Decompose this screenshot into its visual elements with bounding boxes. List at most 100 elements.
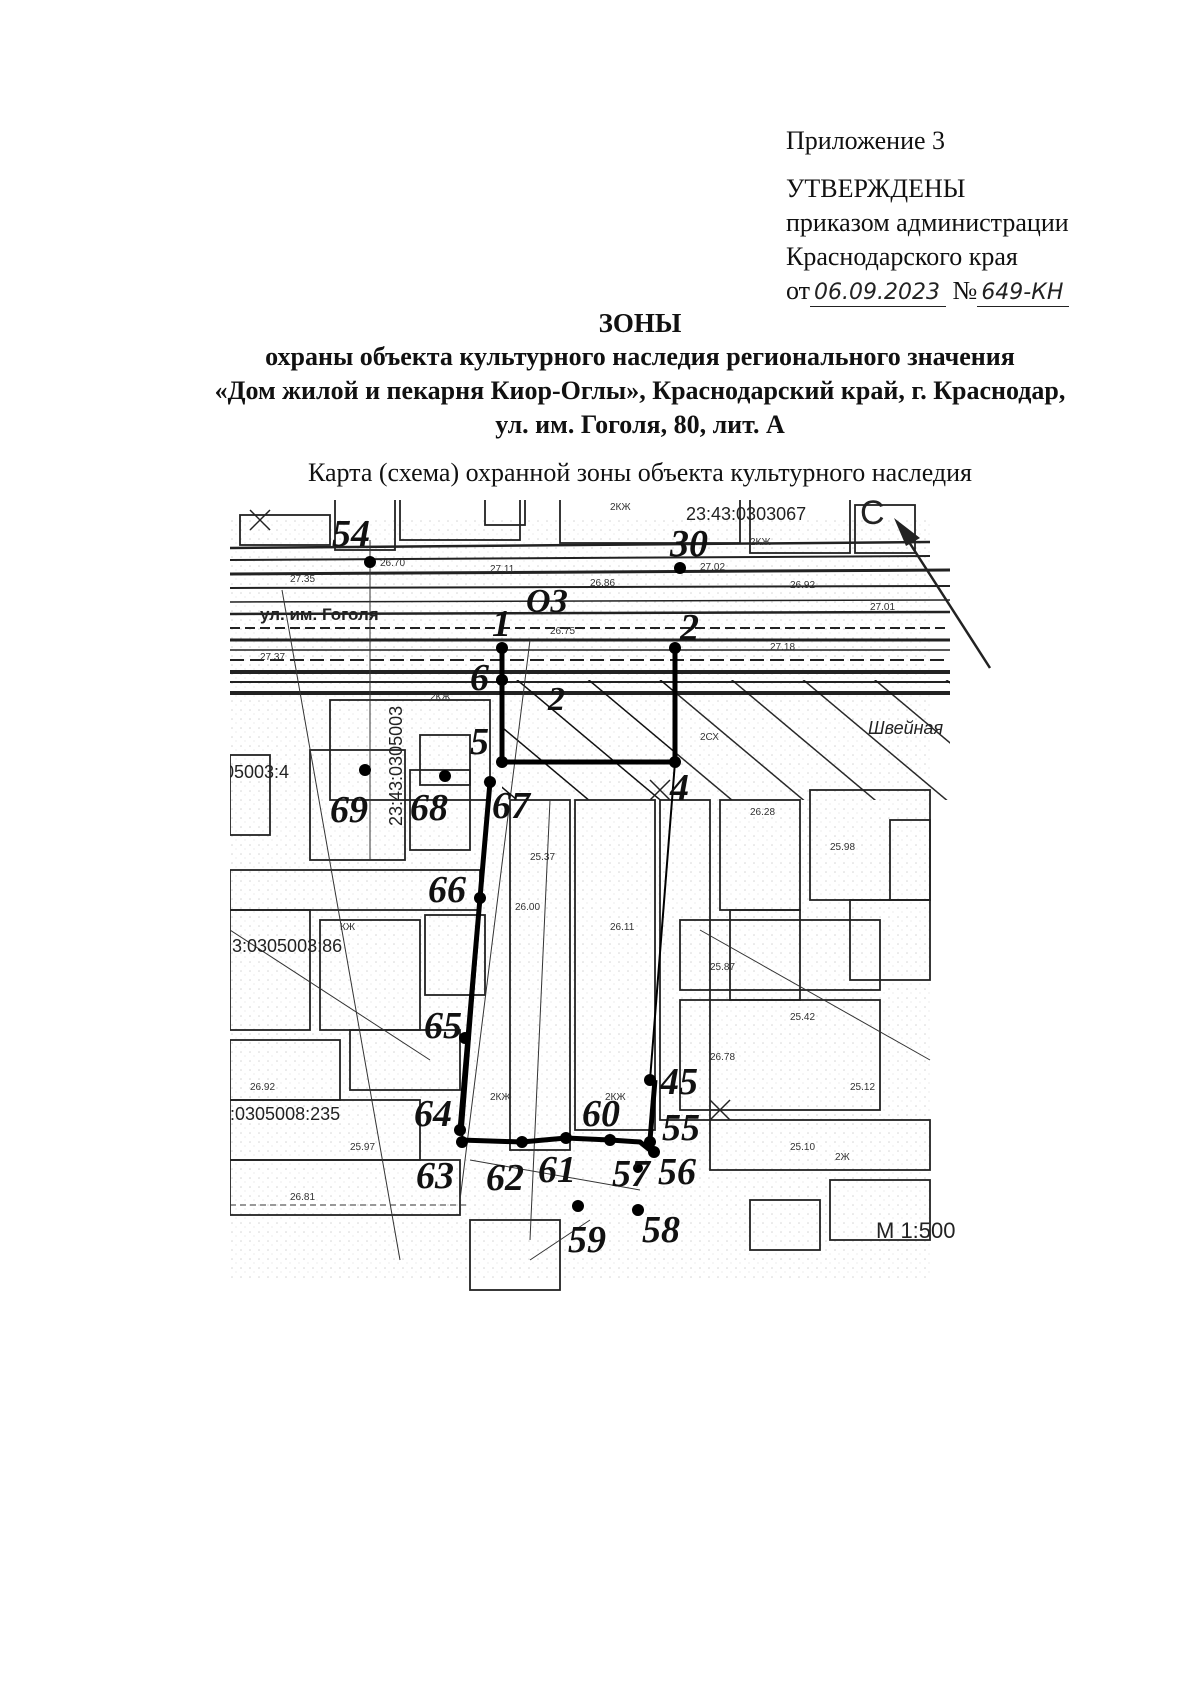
point-55 bbox=[644, 1136, 656, 1148]
cadastral-label-1: 23:43:0303067 bbox=[686, 504, 806, 524]
cadastral-label-5: 4:0305008:235 bbox=[230, 1104, 340, 1124]
heading-line-1: охраны объекта культурного наследия реги… bbox=[265, 342, 1015, 371]
point-label-4: 4 bbox=[669, 767, 689, 809]
point-4 bbox=[669, 756, 681, 768]
protection-zone-map: 27.35 26.70 27.11 26.86 27.02 26.92 27.0… bbox=[230, 500, 1030, 1360]
cadastral-label-3: 05003:4 bbox=[230, 762, 289, 782]
svg-text:2СХ: 2СХ bbox=[700, 732, 719, 743]
point-54 bbox=[364, 556, 376, 568]
point-label-54: 54 bbox=[332, 513, 370, 555]
heading-title: ЗОНЫ bbox=[598, 308, 682, 338]
svg-text:2Ж: 2Ж bbox=[835, 1152, 851, 1163]
appendix-label: Приложение 3 bbox=[786, 126, 946, 155]
point-63 bbox=[456, 1136, 468, 1148]
point-30 bbox=[674, 562, 686, 574]
point-45 bbox=[644, 1074, 656, 1086]
svg-text:26.92: 26.92 bbox=[790, 580, 815, 591]
svg-text:26.70: 26.70 bbox=[380, 558, 405, 569]
point-56 bbox=[648, 1146, 660, 1158]
point-5 bbox=[496, 756, 508, 768]
point-label-69: 69 bbox=[330, 789, 368, 831]
point-67 bbox=[484, 776, 496, 788]
zone-label-2: 2 bbox=[547, 681, 565, 718]
cadastral-label-2: 23:43:0305003 bbox=[386, 706, 406, 826]
point-label-63: 63 bbox=[416, 1155, 454, 1197]
point-66 bbox=[474, 892, 486, 904]
svg-text:25.37: 25.37 bbox=[530, 852, 555, 863]
approval-block: Приложение 3 УТВЕРЖДЕНЫ приказом админис… bbox=[786, 124, 1186, 308]
point-labels: 54 30 1 2 6 5 4 67 68 69 66 65 45 64 63 … bbox=[330, 513, 708, 1261]
street-band bbox=[230, 540, 951, 695]
scale-label: М 1:500 bbox=[876, 1218, 956, 1243]
point-label-65: 65 bbox=[424, 1005, 462, 1047]
svg-text:26.00: 26.00 bbox=[515, 902, 540, 913]
point-label-59: 59 bbox=[568, 1219, 606, 1261]
cadastral-label-4: 3:0305003:86 bbox=[232, 936, 342, 956]
point-label-61: 61 bbox=[538, 1149, 576, 1191]
building-label: Швейная bbox=[868, 718, 944, 738]
by-order-label: приказом администрации bbox=[786, 208, 1069, 237]
point-label-1: 1 bbox=[492, 603, 511, 645]
svg-text:26.78: 26.78 bbox=[710, 1052, 735, 1063]
svg-text:2КЖ: 2КЖ bbox=[605, 1092, 626, 1103]
svg-text:25.12: 25.12 bbox=[850, 1082, 875, 1093]
document-heading: ЗОНЫ охраны объекта культурного наследия… bbox=[160, 306, 1120, 442]
heading-line-3: ул. им. Гоголя, 80, лит. А bbox=[495, 410, 785, 439]
point-label-45: 45 bbox=[659, 1061, 698, 1103]
point-label-55: 55 bbox=[662, 1107, 700, 1149]
map-svg: 27.35 26.70 27.11 26.86 27.02 26.92 27.0… bbox=[230, 500, 992, 1291]
zone-label-oz: ОЗ bbox=[526, 583, 568, 620]
point-57 bbox=[633, 1163, 643, 1173]
cross-marks bbox=[249, 509, 731, 1121]
svg-text:26.75: 26.75 bbox=[550, 626, 575, 637]
svg-text:25.97: 25.97 bbox=[350, 1142, 375, 1153]
svg-text:25.10: 25.10 bbox=[790, 1142, 815, 1153]
from-prefix: от bbox=[786, 276, 811, 305]
point-label-5: 5 bbox=[470, 721, 489, 763]
number-prefix: № bbox=[952, 276, 978, 305]
svg-text:26.11: 26.11 bbox=[610, 922, 635, 933]
point-64 bbox=[454, 1124, 466, 1136]
point-61 bbox=[560, 1132, 572, 1144]
boundary-points bbox=[359, 556, 686, 1216]
point-6 bbox=[496, 674, 508, 686]
region-label: Краснодарского края bbox=[786, 242, 1018, 271]
svg-text:2КЖ: 2КЖ bbox=[750, 537, 771, 548]
svg-text:27.01: 27.01 bbox=[870, 602, 895, 613]
map-subtitle: Карта (схема) охранной зоны объекта куль… bbox=[307, 458, 973, 487]
point-69 bbox=[359, 764, 371, 776]
street-label: ул. им. Гоголя bbox=[260, 605, 379, 624]
svg-text:25.42: 25.42 bbox=[790, 1012, 815, 1023]
svg-text:2КЖ: 2КЖ bbox=[490, 1092, 511, 1103]
survey-lines bbox=[230, 540, 931, 1261]
approved-label: УТВЕРЖДЕНЫ bbox=[786, 174, 966, 203]
point-label-67: 67 bbox=[492, 785, 532, 827]
svg-text:27.35: 27.35 bbox=[290, 574, 315, 585]
north-arrow: С bbox=[860, 500, 992, 669]
point-label-58: 58 bbox=[642, 1209, 680, 1251]
svg-text:26.28: 26.28 bbox=[750, 807, 775, 818]
order-date: 06.09.2023 bbox=[810, 280, 946, 307]
svg-text:25.87: 25.87 bbox=[710, 962, 735, 973]
point-60 bbox=[604, 1134, 616, 1146]
heading-line-2: «Дом жилой и пекарня Киор-Оглы», Краснод… bbox=[214, 376, 1066, 405]
svg-text:25.98: 25.98 bbox=[830, 842, 855, 853]
svg-text:27.37: 27.37 bbox=[260, 652, 285, 663]
point-68 bbox=[439, 770, 451, 782]
point-label-60: 60 bbox=[582, 1093, 620, 1135]
survey-annotations: 27.35 26.70 27.11 26.86 27.02 26.92 27.0… bbox=[250, 502, 895, 1203]
map-base: 27.35 26.70 27.11 26.86 27.02 26.92 27.0… bbox=[230, 500, 951, 1291]
point-label-68: 68 bbox=[410, 787, 448, 829]
point-59 bbox=[572, 1200, 584, 1212]
top-buildings bbox=[239, 500, 916, 554]
point-label-56: 56 bbox=[658, 1151, 696, 1193]
svg-text:26.81: 26.81 bbox=[290, 1192, 315, 1203]
point-label-66: 66 bbox=[428, 869, 466, 911]
svg-text:26.92: 26.92 bbox=[250, 1082, 275, 1093]
order-number: 649-КН bbox=[977, 280, 1070, 307]
point-label-64: 64 bbox=[414, 1093, 452, 1135]
point-65 bbox=[459, 1032, 471, 1044]
point-62 bbox=[516, 1136, 528, 1148]
point-label-2: 2 bbox=[679, 607, 699, 649]
